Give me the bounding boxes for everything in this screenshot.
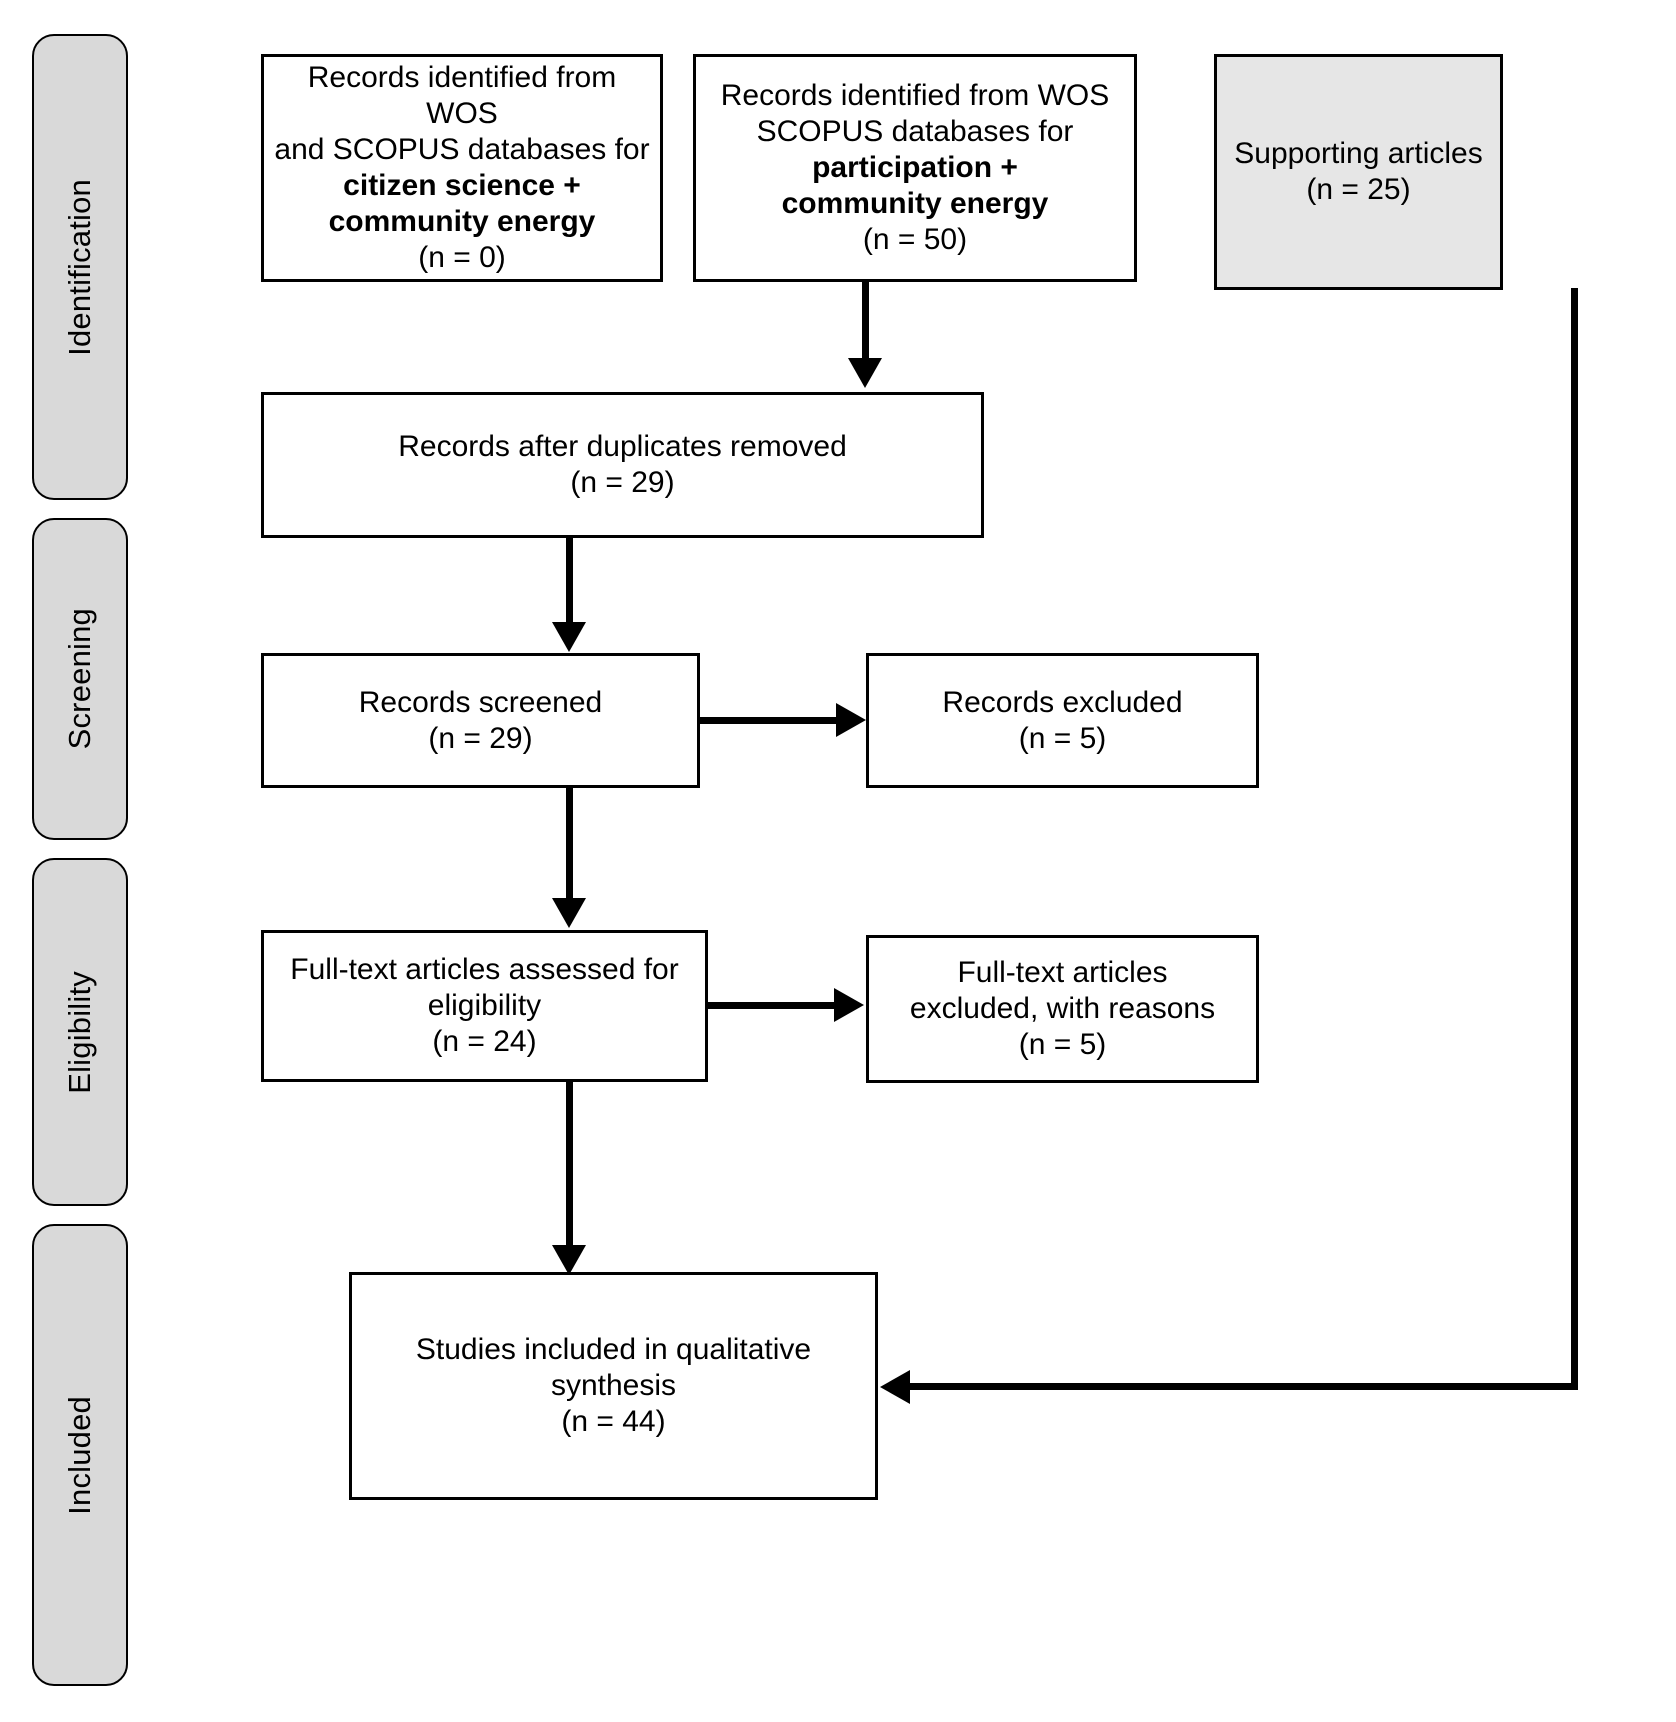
connector-screened-to-fulltext-arrowhead <box>552 898 586 928</box>
phase-included-label: Included <box>62 1395 97 1515</box>
studies-included-line2: synthesis <box>550 1369 677 1402</box>
phase-eligibility-label: Eligibility <box>62 970 97 1094</box>
participation-bold2: community energy <box>781 187 1049 220</box>
phase-identification-label: Identification <box>62 178 97 356</box>
fulltext-assessed-line1: Full-text articles assessed for <box>290 953 679 986</box>
fulltext-assessed-count: (n = 24) <box>432 1025 537 1058</box>
duplicates-count: (n = 29) <box>570 466 675 499</box>
connector-supporting-to-included-arrowhead <box>880 1370 910 1404</box>
box-records-identified-participation: Records identified from WOS SCOPUS datab… <box>693 54 1137 282</box>
studies-included-count: (n = 44) <box>561 1405 666 1438</box>
connector-screened-to-excluded-line <box>700 717 840 724</box>
box-supporting-articles: Supporting articles (n = 25) <box>1214 54 1503 290</box>
citizen-bold1: citizen science + <box>343 169 581 202</box>
connector-participation-to-duplicates-arrowhead <box>848 358 882 388</box>
phase-identification: Identification <box>32 34 128 500</box>
connector-fulltext-to-excluded-arrowhead <box>834 988 864 1022</box>
citizen-count: (n = 0) <box>418 241 506 274</box>
screened-line1: Records screened <box>358 685 603 719</box>
phase-eligibility: Eligibility <box>32 858 128 1206</box>
box-records-excluded: Records excluded (n = 5) <box>866 653 1259 788</box>
fulltext-excluded-count: (n = 5) <box>1018 1028 1107 1061</box>
connector-supporting-to-included-vertical <box>1571 288 1578 1390</box>
connector-duplicates-to-screened-arrowhead <box>552 622 586 652</box>
connector-screened-to-fulltext-line <box>566 788 573 903</box>
fulltext-excluded-line1: Full-text articles <box>957 956 1168 989</box>
participation-line2: SCOPUS databases for <box>756 115 1074 148</box>
citizen-line2: and SCOPUS databases for <box>274 133 650 166</box>
fulltext-assessed-line2: eligibility <box>427 989 542 1022</box>
duplicates-line1: Records after duplicates removed <box>398 430 847 463</box>
records-excluded-count: (n = 5) <box>1018 721 1107 755</box>
supporting-line1: Supporting articles <box>1234 137 1483 170</box>
box-fulltext-assessed: Full-text articles assessed for eligibil… <box>261 930 708 1082</box>
box-studies-included: Studies included in qualitative synthesi… <box>349 1272 878 1500</box>
phase-screening-label: Screening <box>62 608 97 750</box>
fulltext-excluded-line2: excluded, with reasons <box>909 992 1216 1025</box>
participation-line1: Records identified from WOS <box>720 79 1110 112</box>
box-records-after-duplicates-removed: Records after duplicates removed (n = 29… <box>261 392 984 538</box>
phase-screening: Screening <box>32 518 128 840</box>
box-records-screened: Records screened (n = 29) <box>261 653 700 788</box>
participation-count: (n = 50) <box>862 223 968 256</box>
studies-included-line1: Studies included in qualitative <box>415 1333 812 1366</box>
connector-duplicates-to-screened-line <box>566 538 573 628</box>
records-excluded-line1: Records excluded <box>942 685 1183 719</box>
box-records-identified-citizen-science: Records identified from WOS and SCOPUS d… <box>261 54 663 282</box>
connector-fulltext-to-included-line <box>566 1082 573 1252</box>
supporting-count: (n = 25) <box>1306 173 1411 206</box>
participation-bold1: participation + <box>812 151 1018 184</box>
connector-supporting-to-included-horizontal <box>910 1383 1575 1390</box>
screened-count: (n = 29) <box>428 721 533 755</box>
connector-fulltext-to-included-arrowhead <box>552 1245 586 1275</box>
phase-included: Included <box>32 1224 128 1686</box>
citizen-line1: Records identified from WOS <box>307 61 617 130</box>
connector-fulltext-to-excluded-line <box>708 1002 838 1009</box>
citizen-bold2: community energy <box>328 205 596 238</box>
connector-participation-to-duplicates-line <box>862 282 869 360</box>
box-fulltext-excluded: Full-text articles excluded, with reason… <box>866 935 1259 1083</box>
connector-screened-to-excluded-arrowhead <box>836 703 866 737</box>
